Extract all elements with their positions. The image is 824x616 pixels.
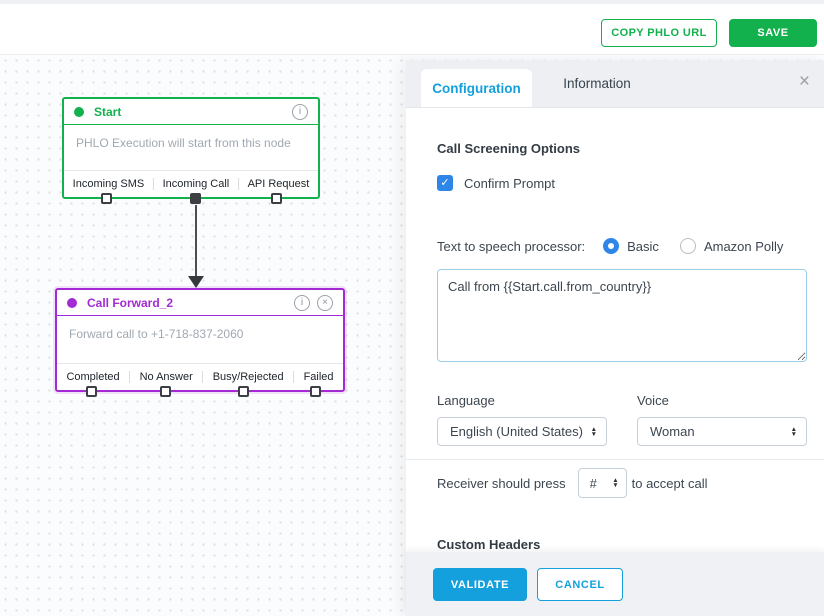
save-button[interactable]: SAVE <box>729 19 817 47</box>
receiver-press-prefix: Receiver should press <box>437 475 566 491</box>
copy-phlo-url-button[interactable]: COPY PHLO URL <box>601 19 717 47</box>
confirm-prompt-label: Confirm Prompt <box>464 175 556 191</box>
port-incoming-sms[interactable] <box>101 193 113 204</box>
validate-button[interactable]: VALIDATE <box>433 568 527 601</box>
node-status-dot <box>74 106 84 117</box>
edge-arrowhead-icon <box>188 276 204 288</box>
node-start-header: Start i <box>64 99 318 125</box>
output-label-incoming-sms: Incoming SMS <box>72 178 145 190</box>
section-divider <box>406 459 824 460</box>
edge-line <box>195 205 197 278</box>
chevron-updown-icon: ▲▼ <box>590 425 597 438</box>
tab-information[interactable]: Information <box>563 75 631 91</box>
node-title: Call Forward_2 <box>87 295 174 310</box>
port-api-request[interactable] <box>271 193 283 204</box>
confirm-prompt-row: ✓ Confirm Prompt <box>437 175 807 191</box>
voice-select-value: Woman <box>650 424 695 439</box>
node-outputs: Incoming SMS Incoming Call API Request <box>64 171 318 197</box>
info-icon[interactable]: i <box>294 294 310 311</box>
voice-select[interactable]: Woman ▲▼ <box>637 417 807 446</box>
port-no-answer[interactable] <box>159 386 171 397</box>
output-label-completed: Completed <box>66 371 120 383</box>
port-busy-rejected[interactable] <box>238 386 250 397</box>
tts-processor-row: Text to speech processor: Basic Amazon P… <box>437 238 807 254</box>
radio-basic-label: Basic <box>627 238 659 254</box>
custom-headers-heading: Custom Headers <box>437 537 541 552</box>
node-description: PHLO Execution will start from this node <box>64 125 318 171</box>
info-icon[interactable]: i <box>292 103 308 120</box>
tts-processor-label: Text to speech processor: <box>437 238 586 254</box>
call-screening-heading: Call Screening Options <box>437 141 581 156</box>
close-icon[interactable]: × <box>317 294 333 311</box>
accept-key-select[interactable]: # ▲▼ <box>577 468 627 498</box>
output-label-incoming-call: Incoming Call <box>152 178 238 190</box>
accept-key-value: # <box>589 475 597 491</box>
output-label-no-answer: No Answer <box>129 371 202 383</box>
config-panel: Configuration Information × Call Screeni… <box>406 60 824 616</box>
chevron-updown-icon: ▲▼ <box>790 425 797 438</box>
chevron-updown-icon: ▲▼ <box>612 477 619 489</box>
receiver-press-suffix: to accept call <box>631 475 708 491</box>
node-start[interactable]: Start i PHLO Execution will start from t… <box>62 97 320 204</box>
output-label-api-request: API Request <box>237 178 318 190</box>
confirm-prompt-checkbox[interactable]: ✓ <box>437 175 453 191</box>
close-panel-icon[interactable]: × <box>798 71 810 92</box>
radio-amazon-polly[interactable] <box>679 238 696 254</box>
language-label: Language <box>437 393 495 408</box>
tab-configuration[interactable]: Configuration <box>421 69 532 107</box>
language-select[interactable]: English (United States) ▲▼ <box>437 417 607 446</box>
selects-row: English (United States) ▲▼ Woman ▲▼ <box>437 417 807 446</box>
node-outputs: Completed No Answer Busy/Rejected Failed <box>57 364 343 390</box>
receiver-press-row: Receiver should press # ▲▼ to accept cal… <box>437 468 807 498</box>
node-call-forward[interactable]: Call Forward_2 i × Forward call to +1-71… <box>55 288 345 397</box>
port-incoming-call[interactable] <box>190 193 202 204</box>
panel-tabs: Configuration Information × <box>406 60 824 108</box>
output-label-busy-rejected: Busy/Rejected <box>202 371 293 383</box>
output-label-failed: Failed <box>293 371 343 383</box>
voice-label: Voice <box>637 393 669 408</box>
radio-amazon-polly-label: Amazon Polly <box>703 238 784 254</box>
node-status-dot <box>67 297 77 308</box>
port-failed[interactable] <box>309 386 321 397</box>
top-bar: COPY PHLO URL SAVE <box>0 0 824 55</box>
node-description: Forward call to +1-718-837-2060 <box>57 316 343 364</box>
port-completed[interactable] <box>86 386 98 397</box>
cancel-button[interactable]: CANCEL <box>537 568 623 601</box>
node-title: Start <box>94 104 122 119</box>
node-call-forward-header: Call Forward_2 i × <box>57 290 343 316</box>
select-labels-row: Language Voice <box>437 393 807 408</box>
language-select-value: English (United States) <box>450 424 583 439</box>
radio-basic[interactable] <box>603 238 620 254</box>
panel-content: Call Screening Options ✓ Confirm Prompt … <box>406 108 824 552</box>
prompt-text-input[interactable]: Call from {{Start.call.from_country}} <box>437 269 807 362</box>
panel-footer: VALIDATE CANCEL <box>406 552 824 616</box>
